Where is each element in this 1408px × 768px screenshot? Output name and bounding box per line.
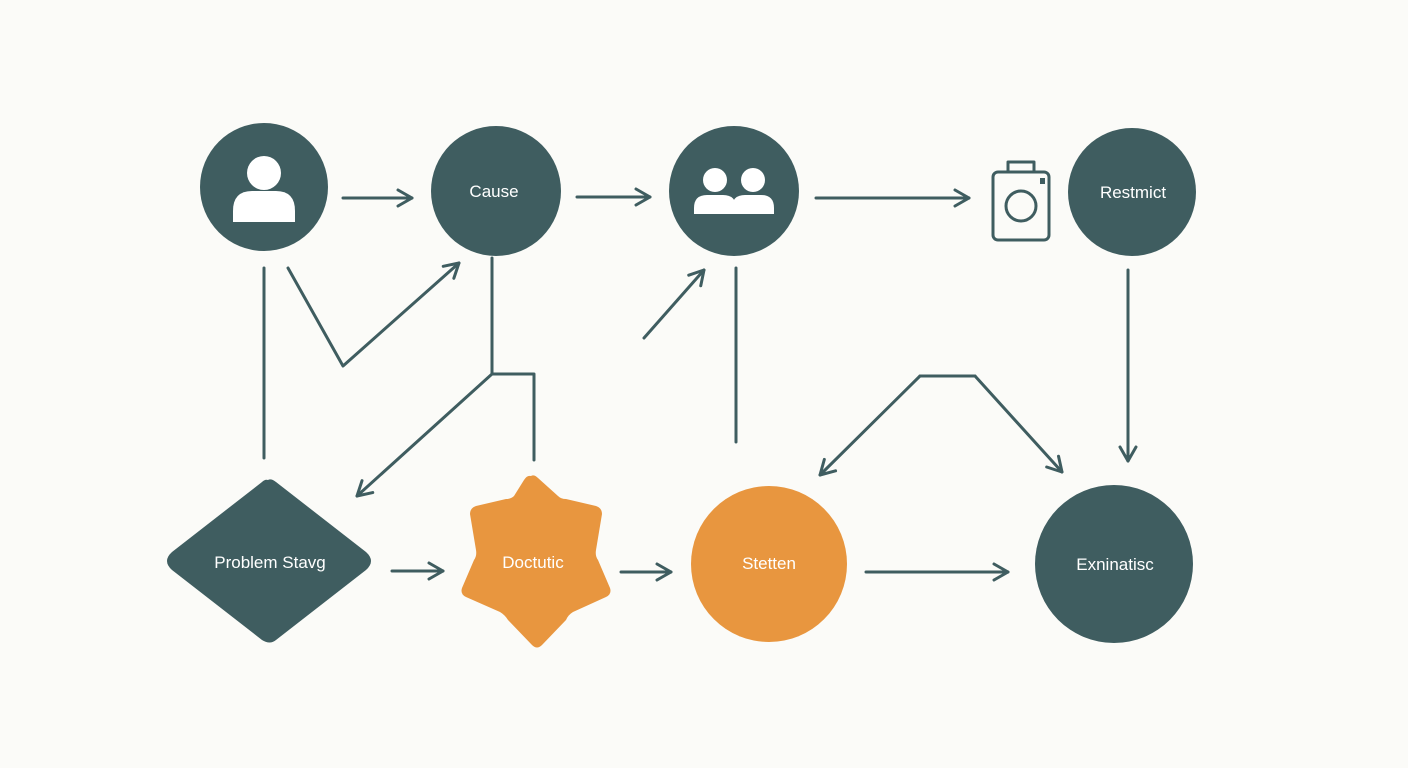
edge-peak-to-stetten <box>818 374 977 477</box>
restrict-node[interactable]: Restmict <box>1068 128 1196 256</box>
person-icon <box>233 156 295 222</box>
exninatisc-node[interactable]: Exninatisc <box>1035 485 1193 643</box>
problem-node[interactable]: Problem Stavg <box>167 479 371 643</box>
edge-diagonal-to-group <box>642 268 706 340</box>
stetten-node[interactable]: Stetten <box>691 486 847 642</box>
edge-branch-to-problem <box>355 372 494 498</box>
cause-label: Cause <box>469 182 518 201</box>
stetten-label: Stetten <box>742 554 796 573</box>
edge-cause-branch-to-doctutic <box>490 256 536 462</box>
exninatisc-label: Exninatisc <box>1076 555 1154 574</box>
edge-v-to-cause <box>286 261 461 368</box>
group-icon <box>694 168 774 214</box>
edge-peak-to-exninatisc <box>918 374 1064 474</box>
restrict-label: Restmict <box>1100 183 1166 202</box>
doctutic-node[interactable]: Doctutic <box>461 475 611 648</box>
doctutic-label: Doctutic <box>502 553 564 572</box>
problem-label: Problem Stavg <box>214 553 326 572</box>
person-node[interactable] <box>200 123 328 251</box>
group-node[interactable] <box>669 126 799 256</box>
cause-node[interactable]: Cause <box>431 126 561 256</box>
camera-icon[interactable] <box>991 160 1051 242</box>
